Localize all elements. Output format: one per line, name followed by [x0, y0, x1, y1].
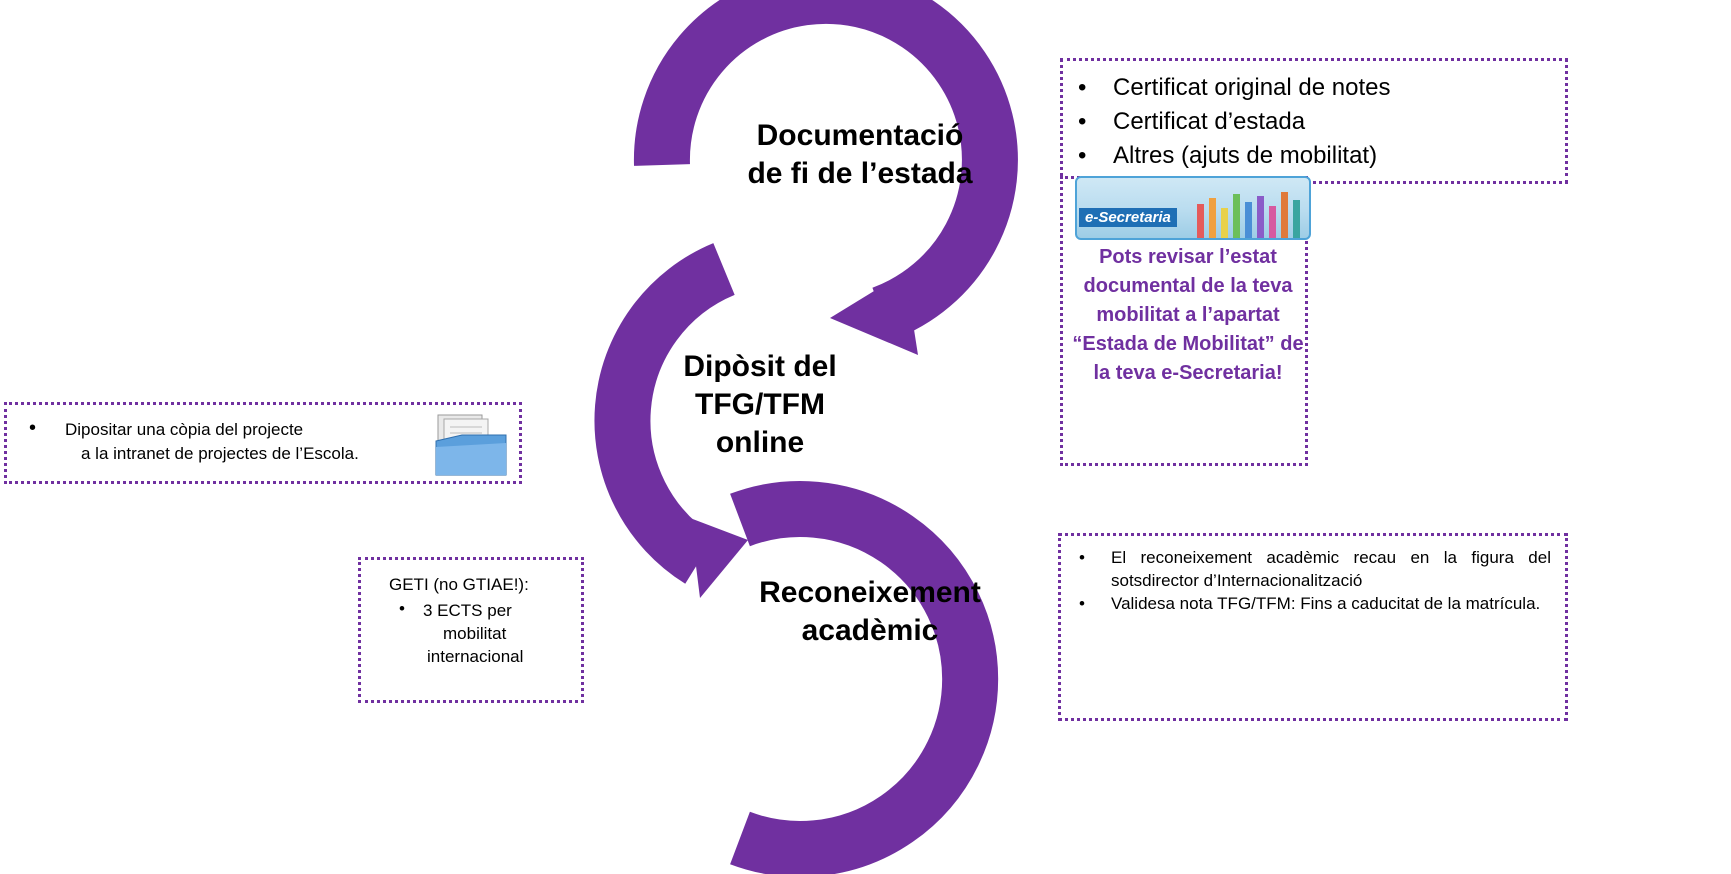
esecretaria-banner[interactable]: e-Secretaria	[1075, 176, 1311, 240]
recognition-item: Validesa nota TFG/TFM: Fins a caducitat …	[1079, 592, 1551, 615]
arrowhead-documentation	[830, 272, 918, 355]
geti-line: mobilitat	[443, 624, 507, 643]
recognition-item: El reconeixement acadèmic recau en la fi…	[1079, 546, 1551, 592]
documents-item: Certificat d’estada	[1078, 105, 1565, 139]
documents-item: Altres (ajuts de mobilitat)	[1078, 139, 1565, 173]
deposit-box: • Dipositar una còpia del projecte a la …	[4, 402, 522, 484]
arrowhead-deposit	[690, 518, 748, 598]
deposit-line-2: a la intranet de projectes de l’Escola.	[81, 444, 359, 463]
documents-box: Certificat original de notes Certificat …	[1060, 58, 1568, 184]
documents-list: Certificat original de notes Certificat …	[1063, 71, 1565, 173]
arc-documentation	[633, 0, 1018, 341]
step-documentation-label: Documentació de fi de l’estada	[747, 119, 973, 190]
bullet: •	[29, 417, 37, 439]
recognition-list: El reconeixement acadèmic recau en la fi…	[1061, 546, 1565, 615]
esecretaria-box: e-Secretaria Pots revisar l’estat docume…	[1060, 176, 1311, 466]
step-deposit-label: Dipòsit del TFG/TFM online	[683, 350, 837, 459]
geti-line: 3 ECTS per	[423, 601, 512, 620]
deposit-line-1: Dipositar una còpia del projecte	[65, 420, 304, 439]
documents-item: Certificat original de notes	[1078, 71, 1565, 105]
step-recognition-label: Reconeixement acadèmic	[759, 576, 981, 647]
geti-box: GETI (no GTIAE!): • 3 ECTS per mobilitat…	[358, 557, 584, 703]
geti-line: internacional	[427, 647, 524, 666]
esecretaria-message: Pots revisar l’estat documental de la te…	[1072, 246, 1304, 384]
bullet: •	[399, 599, 405, 618]
esecretaria-logo: e-Secretaria	[1079, 208, 1177, 227]
geti-title: GETI (no GTIAE!):	[389, 575, 529, 594]
arc-recognition	[730, 481, 999, 874]
arc-deposit	[594, 243, 736, 584]
recognition-box: El reconeixement acadèmic recau en la fi…	[1058, 533, 1568, 721]
folder-icon	[435, 414, 507, 476]
